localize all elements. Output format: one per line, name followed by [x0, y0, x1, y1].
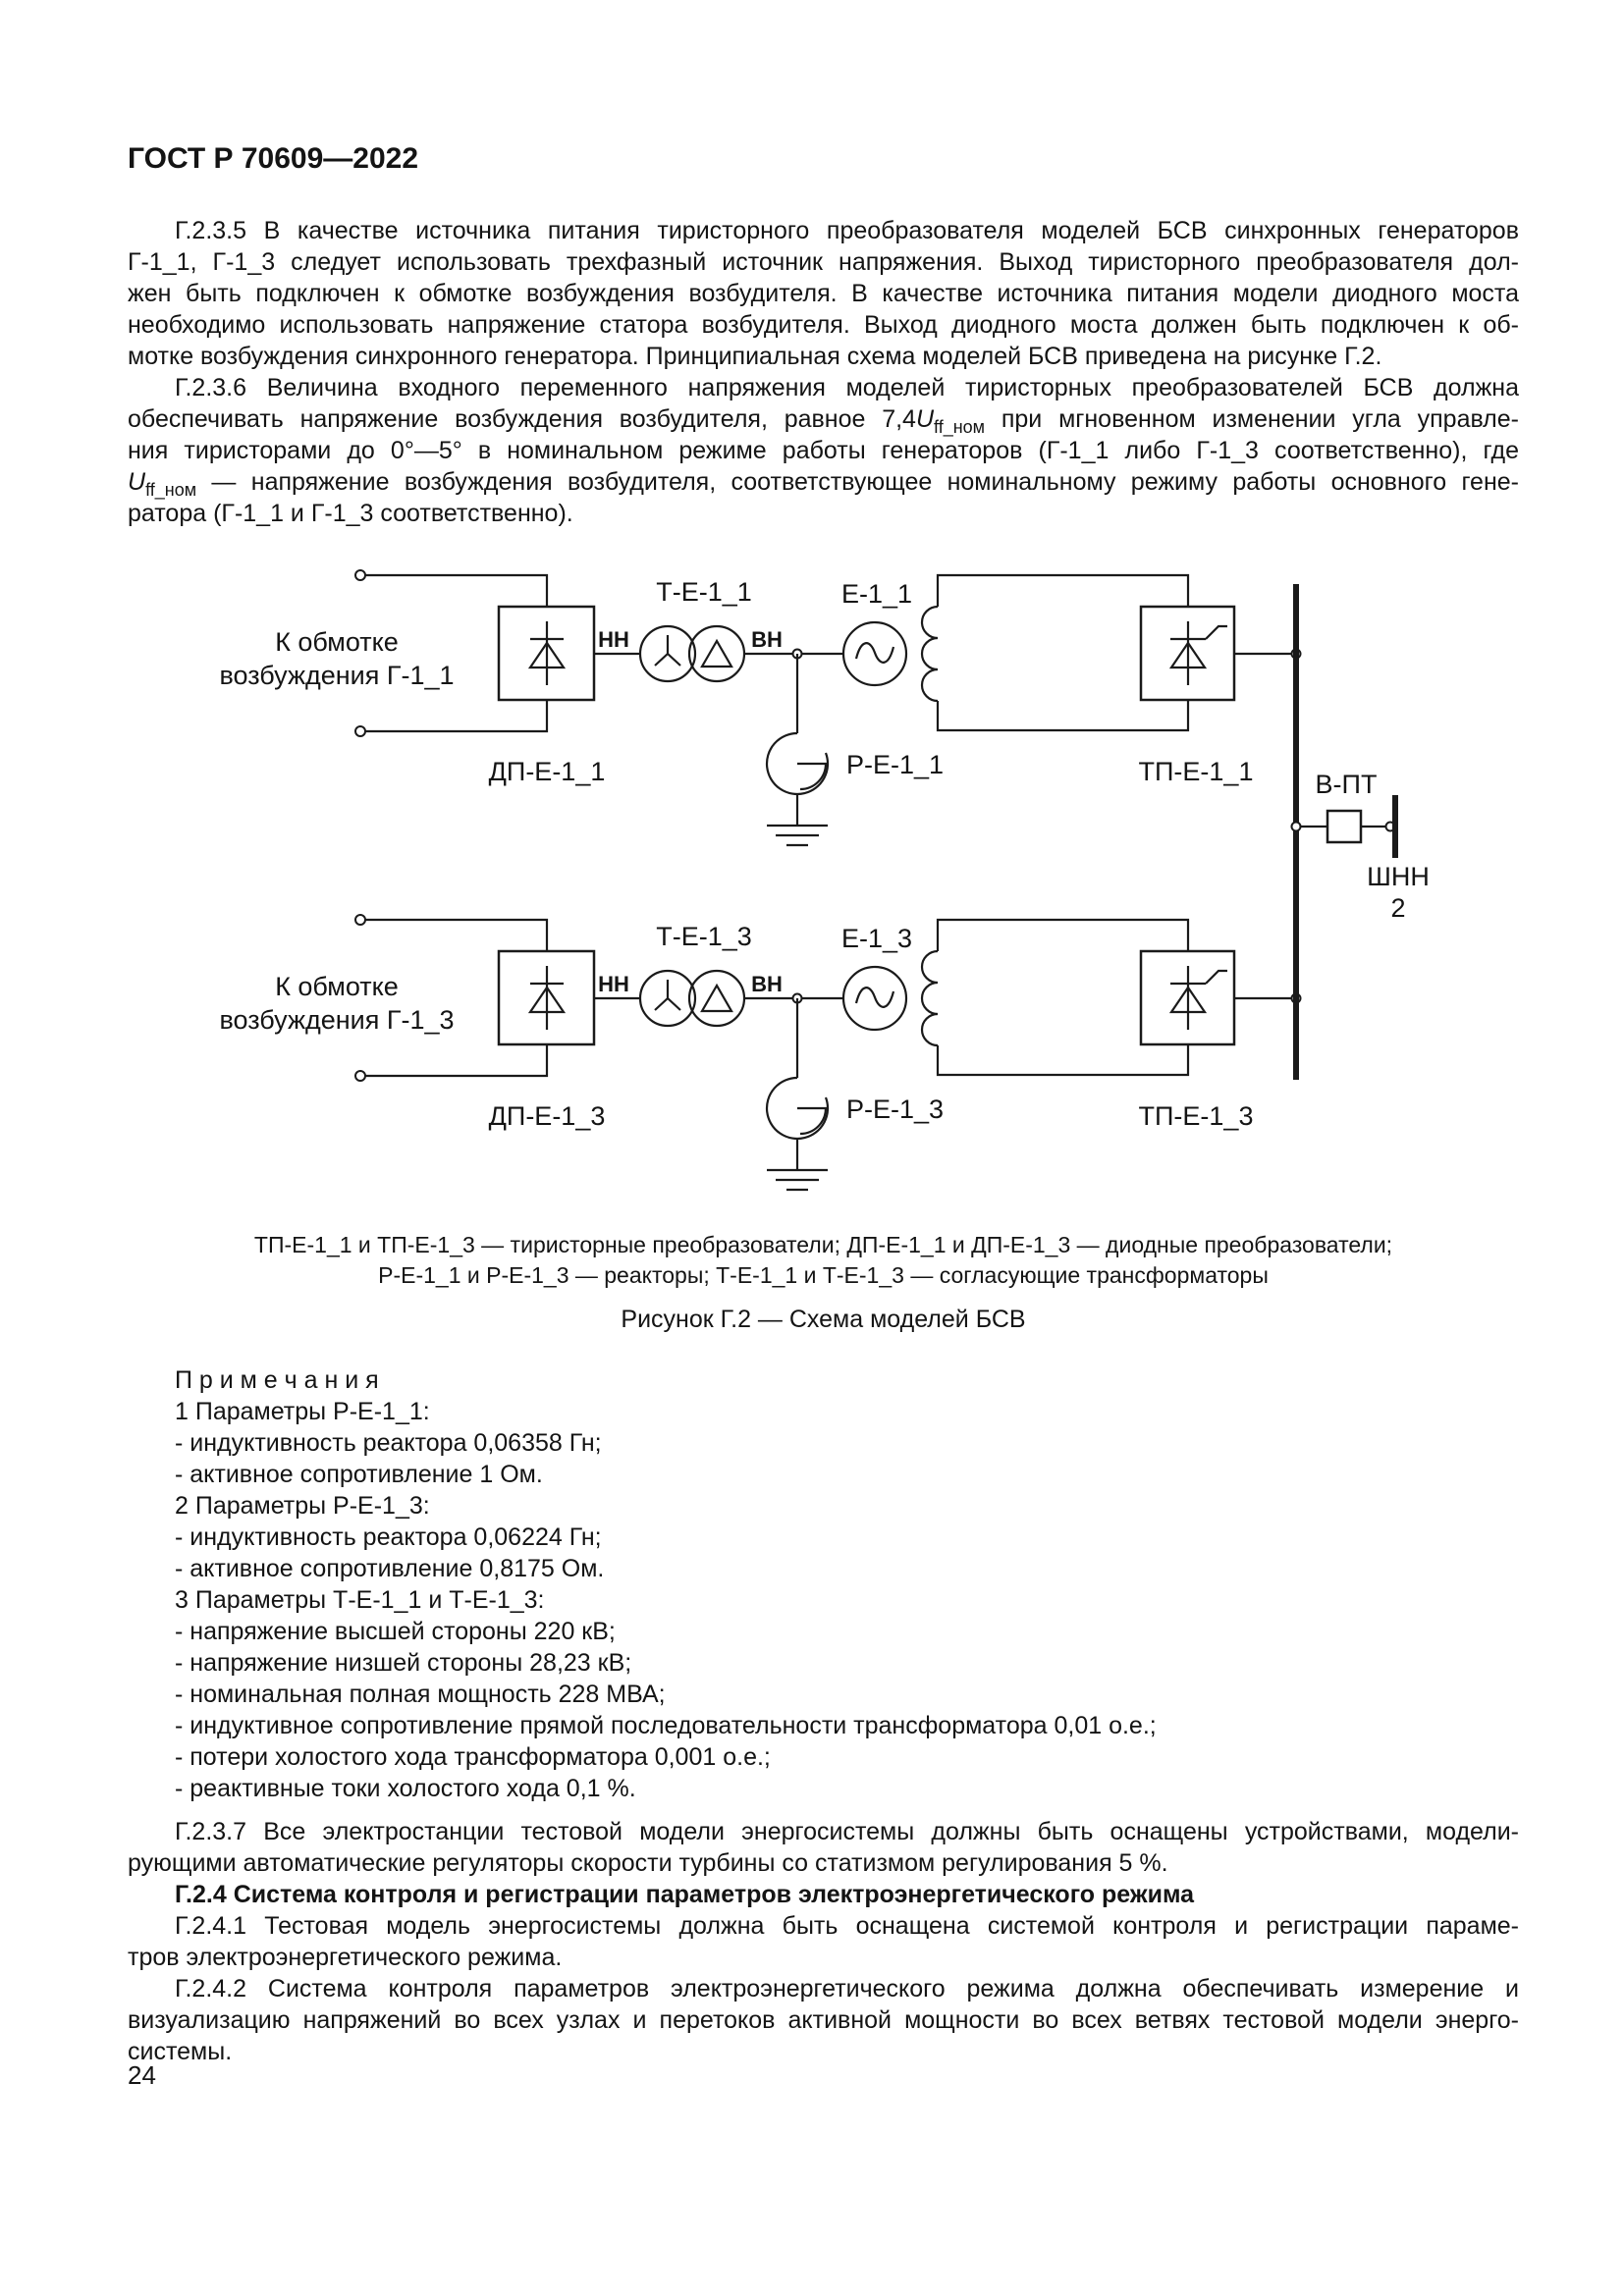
note-line: 3 Параметры Т-Е-1_1 и Т-Е-1_3:	[175, 1586, 545, 1614]
para-g235-line5: мотке возбуждения синхронного генератора…	[128, 343, 1382, 370]
excitation-circuit-2: К обмотке возбуждения Г-1_3 ДП-Е-1_3 НН …	[219, 914, 1302, 1192]
diode-converter-1	[497, 605, 596, 702]
lv-side-label-2: НН	[598, 972, 629, 996]
note-line: - индуктивность реактора 0,06358 Гн;	[175, 1429, 602, 1457]
sine-icon	[854, 987, 895, 1008]
para-g236-line2: обеспечивать напряжение возбуждения возб…	[128, 403, 1519, 437]
u-ff-symbol: U	[915, 405, 935, 433]
thyristor-converter-1	[1139, 605, 1236, 702]
g236-line2-text: обеспечивать напряжение возбуждения возб…	[128, 405, 916, 433]
transformer-label-1: Т-Е-1_1	[656, 577, 752, 607]
reactor-label-2: Р-Е-1_3	[846, 1095, 944, 1124]
para-g236-line5: ратора (Г-1_1 и Г-1_3 соответственно).	[128, 500, 573, 527]
star-winding-icon	[654, 635, 681, 667]
notes-title: П р и м е ч а н и я	[175, 1366, 379, 1394]
page-header: ГОСТ Р 70609—2022	[128, 142, 419, 175]
para-g237-line1: Г.2.3.7 Все электростанции тестовой моде…	[175, 1818, 1519, 1845]
note-line: 1 Параметры Р-Е-1_1:	[175, 1398, 430, 1425]
section-heading-g24: Г.2.4 Система контроля и регистрации пар…	[175, 1881, 1195, 1908]
input-terminals-1	[354, 569, 549, 737]
matching-transformer-2	[638, 969, 746, 1028]
bus2-label: ШНН	[1367, 862, 1430, 891]
bus2-number: 2	[1390, 893, 1405, 923]
reactor-label-1: Р-Е-1_1	[846, 750, 944, 779]
u-ff-subscript: ff_ном	[934, 417, 986, 437]
diode-converter-label-1: ДП-Е-1_1	[489, 757, 606, 786]
sine-icon	[854, 642, 895, 664]
to-winding-label-1a: К обмотке	[275, 627, 399, 657]
star-winding-icon	[654, 980, 681, 1011]
winding-loop-2	[920, 918, 1190, 1077]
delta-winding-icon	[700, 638, 733, 668]
note-line: - индуктивность реактора 0,06224 Гн;	[175, 1523, 602, 1551]
winding-loop-1	[920, 573, 1190, 732]
para-g235-line3: жен быть подключен к обмотке возбуждения…	[128, 280, 1519, 307]
note-line: - активное сопротивление 0,8175 Ом.	[175, 1555, 605, 1582]
diode-converter-label-2: ДП-Е-1_3	[489, 1101, 606, 1131]
para-g241-line2: тров электроэнергетического режима.	[128, 1944, 563, 1971]
para-g242-line2: визуализацию напряжений во всех узлах и …	[128, 2006, 1519, 2034]
hv-side-label-1: ВН	[751, 627, 783, 652]
ac-source-2	[841, 965, 908, 1032]
breaker-node-left	[1290, 821, 1302, 832]
para-g235-line2: Г-1_1, Г-1_3 следует использовать трехфа…	[128, 248, 1519, 276]
figure-caption-line2: Р-Е-1_1 и Р-Е-1_3 — реакторы; Т-Е-1_1 и …	[378, 1262, 1269, 1288]
breaker-box	[1326, 809, 1363, 844]
para-g242-line3: системы.	[128, 2038, 233, 2065]
delta-winding-icon	[700, 983, 733, 1013]
para-g235-line4: необходимо использовать напряжение стато…	[128, 311, 1519, 339]
hv-side-label-2: ВН	[751, 972, 783, 996]
note-line: - номинальная полная мощность 228 МВА;	[175, 1681, 666, 1708]
u-ff-subscript: ff_ном	[145, 480, 197, 500]
figure-title: Рисунок Г.2 — Схема моделей БСВ	[621, 1306, 1026, 1333]
note-line: - потери холостого хода трансформатора 0…	[175, 1743, 771, 1771]
u-ff-symbol: U	[128, 468, 146, 496]
ground-icon	[767, 1168, 828, 1192]
thyristor-converter-label-2: ТП-Е-1_3	[1139, 1101, 1254, 1131]
figure-caption-line1: ТП-Е-1_1 и ТП-Е-1_3 — тиристорные преобр…	[253, 1232, 1393, 1257]
g236-line2-tail: при мгновенном изменении угла управле-	[985, 405, 1519, 433]
para-g241-line1: Г.2.4.1 Тестовая модель энергосистемы до…	[175, 1912, 1519, 1940]
thyristor-converter-label-1: ТП-Е-1_1	[1139, 757, 1254, 786]
para-g235-line1: Г.2.3.5 В качестве источника питания тир…	[175, 217, 1519, 244]
note-line: - индуктивное сопротивление прямой после…	[175, 1712, 1157, 1739]
transformer-label-2: Т-Е-1_3	[656, 922, 752, 951]
source-label-1: Е-1_1	[841, 579, 912, 609]
para-g236-line4: Uff_ном — напряжение возбуждения возбуди…	[128, 466, 1519, 500]
bus-section: В-ПТ ШНН 2	[1290, 584, 1430, 1080]
reactor-1	[765, 654, 830, 847]
excitation-circuit-1: К обмотке возбуждения Г-1_1 ДП-Е-1_1 НН …	[219, 569, 1302, 847]
note-line: - реактивные токи холостого хода 0,1 %.	[175, 1775, 636, 1802]
page-number: 24	[128, 2060, 156, 2090]
coil-icon	[920, 949, 939, 1047]
matching-transformer-1	[638, 624, 746, 683]
para-g242-line1: Г.2.4.2 Система контроля параметров элек…	[175, 1975, 1519, 2002]
reactor-2	[765, 998, 830, 1192]
para-g237-line2: рующими автоматические регуляторы скорос…	[128, 1849, 1168, 1877]
para-g236-line3: ния тиристорами до 0°—5° в номинальном р…	[128, 437, 1519, 464]
lv-side-label-1: НН	[598, 627, 629, 652]
note-line: - напряжение высшей стороны 220 кВ;	[175, 1618, 616, 1645]
to-winding-label-1b: возбуждения Г-1_1	[219, 661, 454, 690]
to-winding-label-2a: К обмотке	[275, 972, 399, 1001]
source-label-2: Е-1_3	[841, 924, 912, 953]
para-g236-line1: Г.2.3.6 Величина входного переменного на…	[175, 374, 1519, 401]
coil-icon	[920, 605, 939, 703]
note-line: - напряжение низшей стороны 28,23 кВ;	[175, 1649, 632, 1677]
ac-source-1	[841, 620, 908, 687]
g236-line4-tail: — напряжение возбуждения возбудителя, со…	[196, 468, 1519, 496]
note-line: - активное сопротивление 1 Ом.	[175, 1461, 543, 1488]
to-winding-label-2b: возбуждения Г-1_3	[219, 1005, 454, 1035]
input-terminals-2	[354, 914, 549, 1082]
diode-converter-2	[497, 949, 596, 1046]
note-line: 2 Параметры Р-Е-1_3:	[175, 1492, 430, 1520]
ground-icon	[767, 824, 828, 847]
thyristor-converter-2	[1139, 949, 1236, 1046]
breaker-label: В-ПТ	[1316, 770, 1378, 799]
